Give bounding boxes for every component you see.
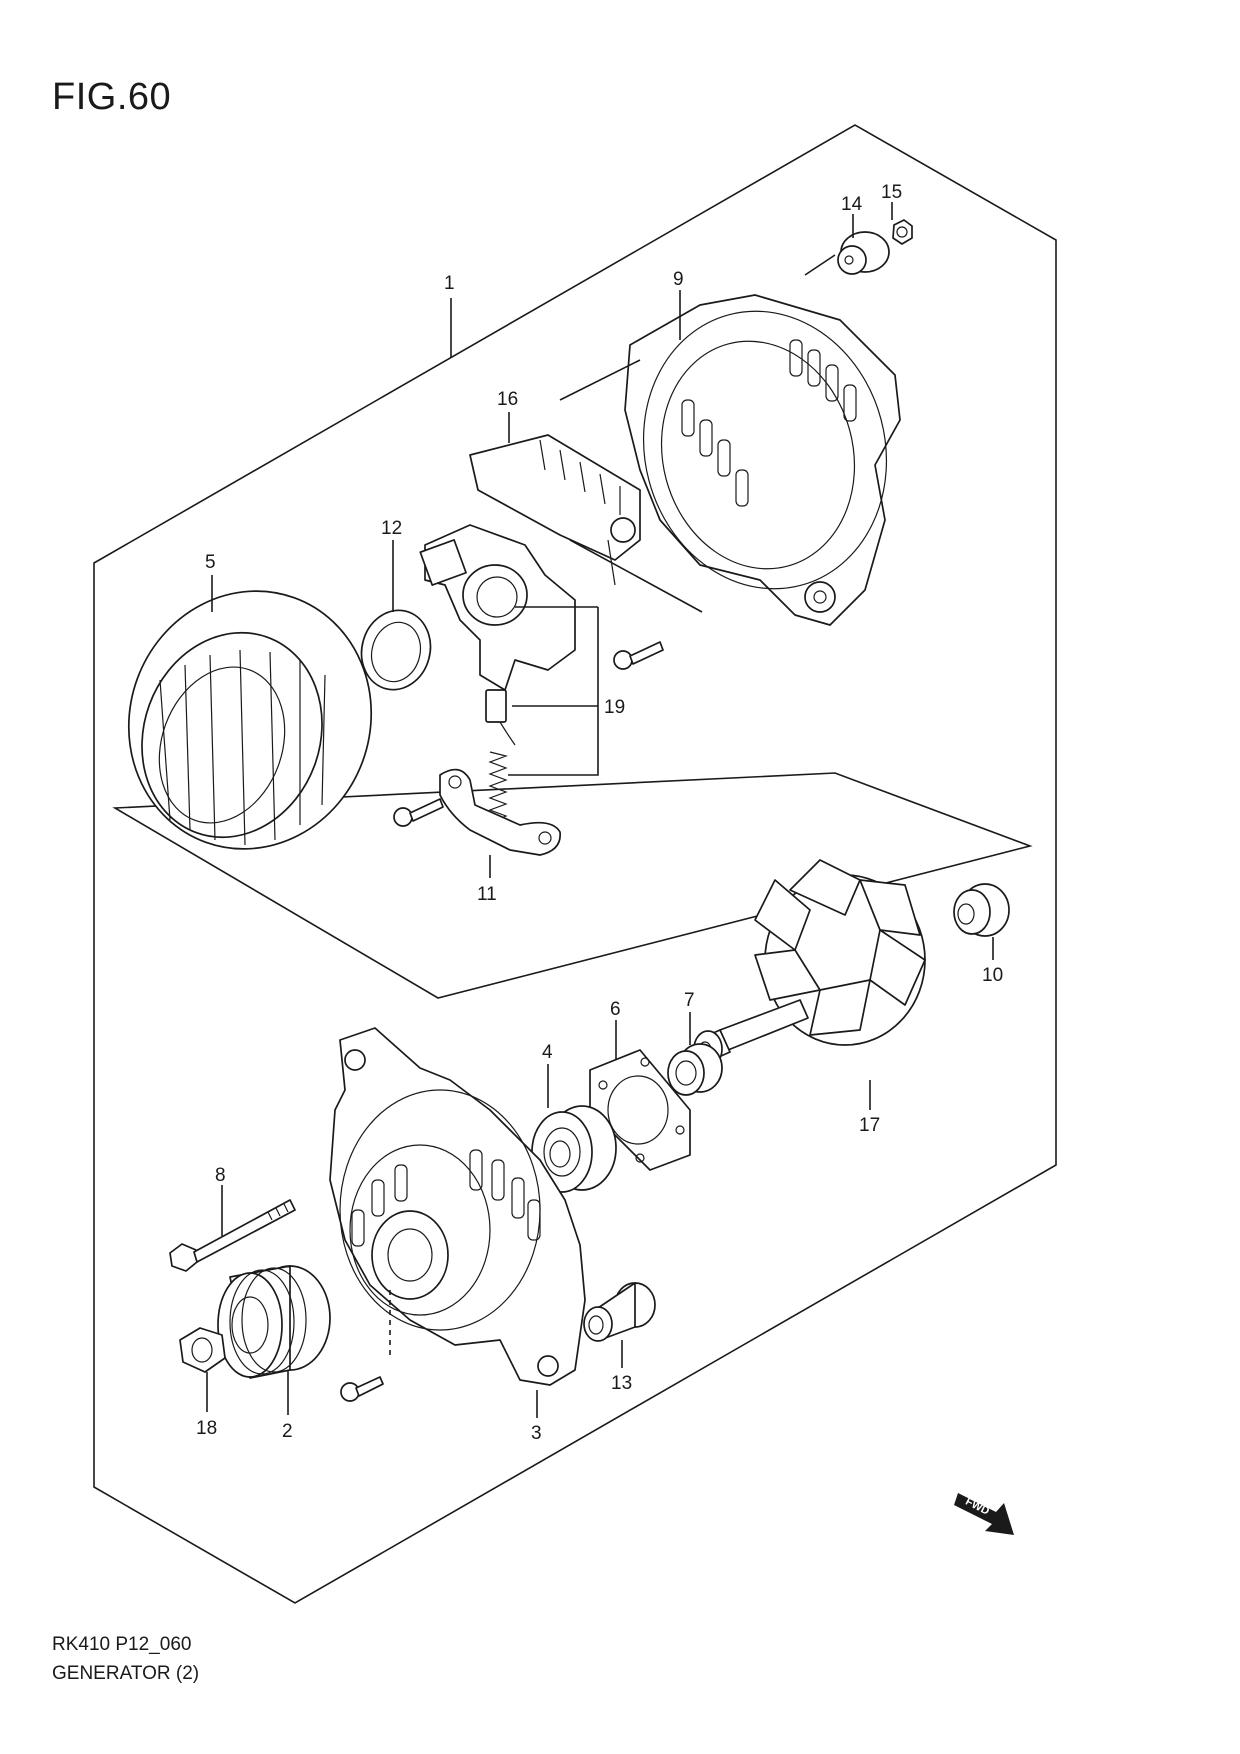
nut-part-18: [179, 1327, 226, 1373]
callout-9: 9: [673, 269, 684, 290]
rear-frame-part-9: [624, 294, 901, 626]
spacer-part-7: [667, 1043, 723, 1096]
assembly-outline: [93, 124, 1057, 1604]
screw-front-frame: [340, 1376, 384, 1402]
stator-part-5: [127, 590, 373, 850]
callout-10: 10: [982, 965, 1003, 986]
brush-holder-part-11: [439, 768, 561, 856]
regulator-assembly: [419, 524, 576, 691]
rectifier-part-16: [469, 434, 641, 586]
diagram-code: RK410 P12_060: [52, 1634, 192, 1655]
callout-13: 13: [611, 1373, 632, 1394]
callout-19: 19: [604, 697, 625, 718]
callout-3: 3: [531, 1423, 542, 1444]
callout-2: 2: [282, 1421, 293, 1442]
spring-part-19: [488, 751, 509, 823]
bearing-part-10: [953, 883, 1010, 937]
insulator-part-14: [837, 231, 890, 275]
leader-19: [508, 607, 599, 776]
ring-part-12: [360, 609, 432, 691]
pulley-part-2: [217, 1265, 331, 1379]
callout-15: 15: [881, 182, 902, 203]
callout-5: 5: [205, 552, 216, 573]
figure-title: FIG.60: [52, 76, 172, 118]
screw-part-11: [393, 798, 444, 827]
front-frame-part-3: [329, 1027, 586, 1386]
brush-part-19: [485, 689, 516, 746]
callout-6: 6: [610, 999, 621, 1020]
callout-14: 14: [841, 194, 863, 215]
callout-8: 8: [215, 1165, 226, 1186]
callout-7: 7: [684, 990, 695, 1011]
bush-part-13: [583, 1282, 656, 1342]
nut-part-15: [892, 219, 913, 245]
callout-1: 1: [444, 273, 455, 294]
inner-panel-outline: [112, 772, 1033, 999]
callout-18: 18: [196, 1418, 217, 1439]
fwd-arrow-icon: FWD: [954, 1493, 1014, 1535]
callout-16: 16: [497, 389, 518, 410]
callout-17: 17: [859, 1115, 880, 1136]
screw-regulator: [613, 641, 664, 670]
bolt-part-8: [169, 1199, 296, 1272]
rotor-part-17: [693, 859, 926, 1068]
callout-11: 11: [477, 884, 497, 905]
bearing-part-4: [531, 1105, 617, 1193]
callout-12: 12: [381, 518, 402, 539]
diagram-name: GENERATOR (2): [52, 1663, 200, 1684]
callout-4: 4: [542, 1042, 553, 1063]
